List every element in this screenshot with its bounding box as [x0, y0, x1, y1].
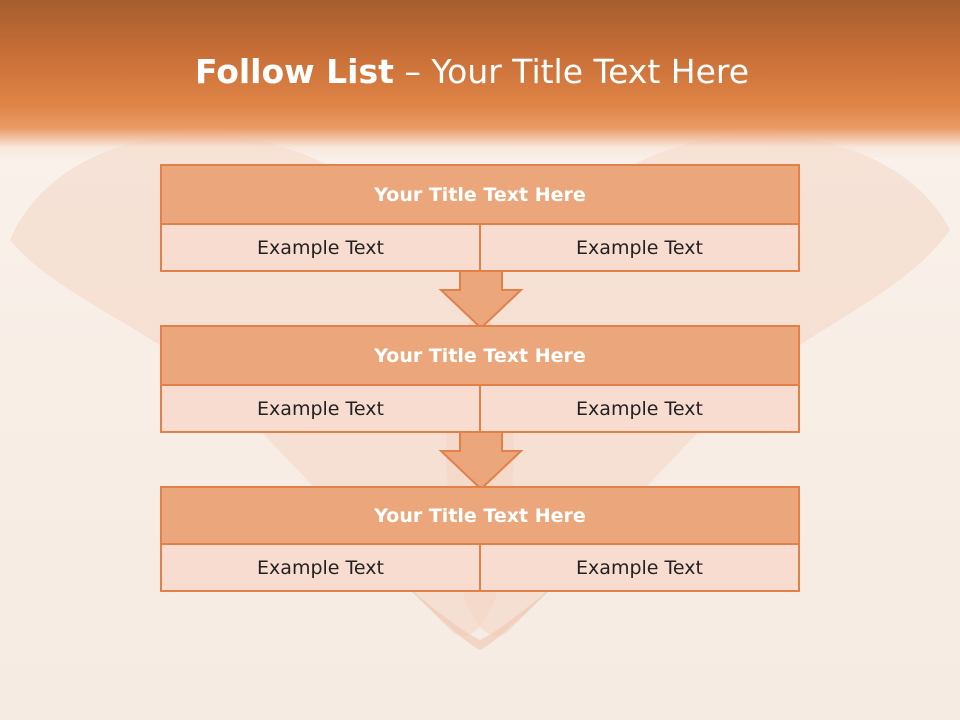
block-1-row: Example Text Example Text — [162, 225, 798, 270]
list-block-3: Your Title Text Here Example Text Exampl… — [160, 486, 800, 592]
slide-title-rest: – Your Title Text Here — [393, 52, 750, 91]
slide-title: Follow List – Your Title Text Here — [0, 52, 944, 91]
down-arrow-icon-1 — [438, 270, 524, 330]
block-2-cell-right: Example Text — [479, 386, 798, 431]
block-2-row: Example Text Example Text — [162, 386, 798, 431]
block-2-title: Your Title Text Here — [162, 327, 798, 386]
block-1-cell-right: Example Text — [479, 225, 798, 270]
block-3-cell-right: Example Text — [479, 545, 798, 590]
block-2-cell-left: Example Text — [257, 397, 384, 420]
block-1-title: Your Title Text Here — [162, 166, 798, 225]
block-3-cell-left: Example Text — [257, 556, 384, 579]
title-bar — [0, 0, 960, 160]
block-3-row: Example Text Example Text — [162, 545, 798, 590]
list-block-2: Your Title Text Here Example Text Exampl… — [160, 325, 800, 433]
down-arrow-icon-2 — [438, 431, 524, 491]
slide-title-bold: Follow List — [194, 52, 394, 91]
list-block-1: Your Title Text Here Example Text Exampl… — [160, 164, 800, 272]
block-1-cell-left: Example Text — [257, 236, 384, 259]
block-3-title: Your Title Text Here — [162, 488, 798, 545]
